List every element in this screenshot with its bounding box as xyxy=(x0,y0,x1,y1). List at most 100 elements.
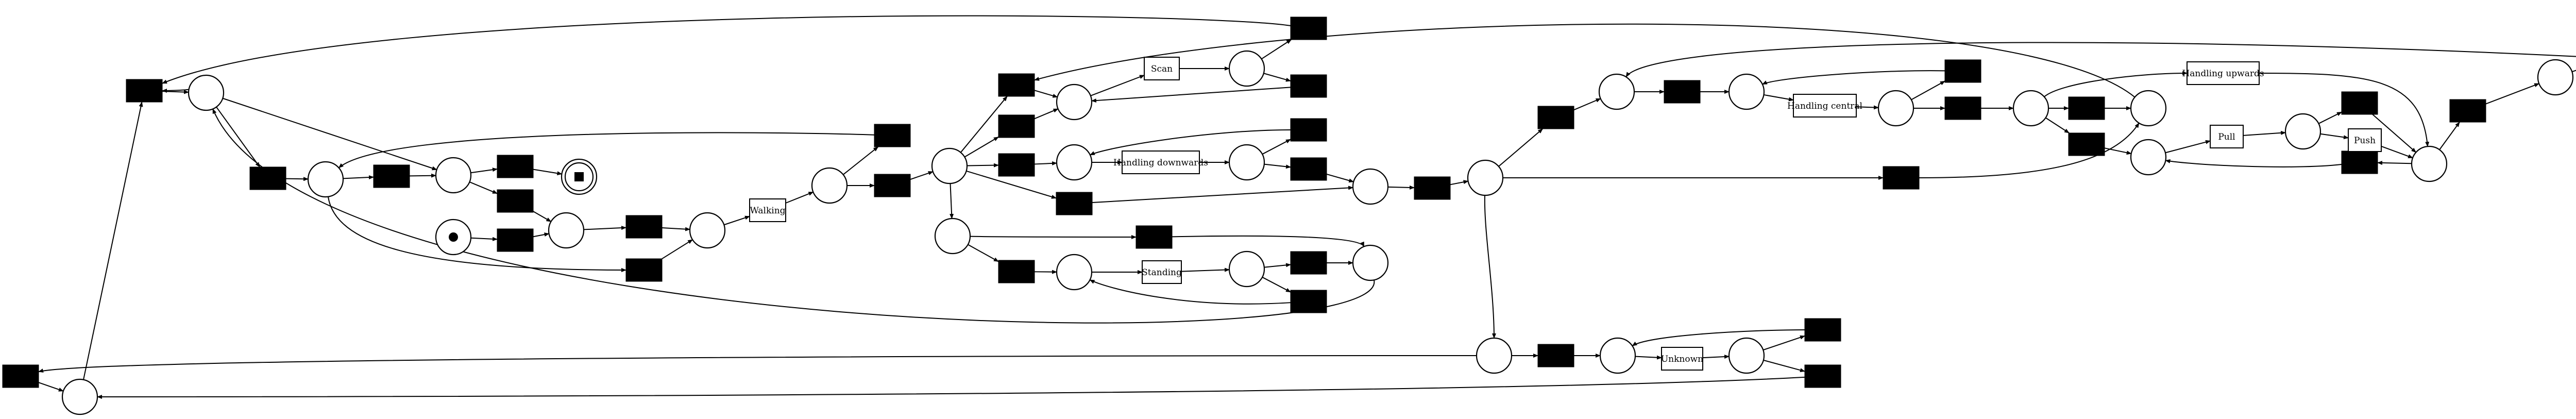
arc-t_handling_upwards-py xyxy=(2259,73,2430,147)
silent-transition-s26 xyxy=(1944,59,1981,83)
arc-s1-pa xyxy=(162,90,190,94)
arc-s38-p_d xyxy=(38,382,64,392)
arc-pg-s13 xyxy=(967,163,999,167)
silent-transition-s38 xyxy=(2,364,39,388)
transition-label: Walking xyxy=(750,206,785,216)
place-pt xyxy=(1877,90,1914,127)
transition-label: Push xyxy=(2354,136,2376,146)
silent-transition-s9 xyxy=(874,124,911,147)
place-ph xyxy=(1056,83,1093,121)
arc-pw-t_pull xyxy=(2165,140,2211,154)
place-pg xyxy=(931,147,968,185)
arc-t_unknown-p_c xyxy=(1702,355,1730,359)
silent-transition-s18 xyxy=(1290,157,1327,181)
silent-transition-s7 xyxy=(625,215,663,239)
transition-handling-central xyxy=(1793,94,1857,118)
place-pn xyxy=(1056,254,1093,291)
silent-transition-s14 xyxy=(1056,192,1093,215)
silent-transition-s27 xyxy=(1944,96,1981,120)
arc-s5-pd xyxy=(533,211,552,222)
arc-s16-ph xyxy=(1091,87,1291,103)
arc-s36-p_b xyxy=(1632,329,1805,346)
arc-px-t_push xyxy=(2320,133,2349,140)
place-pq xyxy=(1467,159,1504,196)
arc-pl-s23 xyxy=(1387,185,1415,190)
arc-s19-pp xyxy=(1172,235,1365,247)
silent-transition-s23 xyxy=(1414,176,1451,200)
arc-pb-s8 xyxy=(327,196,626,272)
transition-scan xyxy=(1144,57,1180,80)
silent-transition-s30 xyxy=(1883,166,1920,190)
arc-s15-s1 xyxy=(162,15,1291,84)
arc-px-s31 xyxy=(2318,111,2342,124)
arc-pi-s15 xyxy=(1261,39,1292,60)
arc-ps-t_handling_central xyxy=(1764,94,1794,102)
silent-transition-s31 xyxy=(2341,91,2378,115)
arc-pd-s7 xyxy=(583,226,626,230)
place-ps xyxy=(1728,73,1765,110)
place-pr xyxy=(1598,73,1635,110)
arc-p_source-s6 xyxy=(470,237,498,241)
transition-handling-downwards xyxy=(1122,150,1200,174)
silent-transition-s24 xyxy=(1537,106,1574,129)
arc-s22-pn xyxy=(1089,279,1291,305)
silent-transition-s32 xyxy=(2341,150,2378,174)
place-pd xyxy=(548,212,585,249)
arc-s26-ps xyxy=(1761,70,1945,85)
arc-py-s33 xyxy=(2439,122,2460,150)
arc-s17-pj xyxy=(1089,129,1291,156)
transition-push xyxy=(2348,128,2382,152)
arc-pm-s20 xyxy=(968,244,999,262)
end-marker xyxy=(574,172,584,181)
arc-s30-pv xyxy=(1919,122,2140,178)
silent-transition-s16 xyxy=(1290,74,1327,98)
transition-walking xyxy=(749,198,786,222)
arc-pb-s3 xyxy=(343,175,374,180)
place-pj xyxy=(1056,144,1093,181)
silent-transition-s17 xyxy=(1290,118,1327,142)
arc-t_handling_central-pt xyxy=(1856,105,1879,110)
start-token xyxy=(449,232,458,242)
silent-transition-s3 xyxy=(373,164,410,188)
arc-pu-t_handling_upwards xyxy=(2044,71,2188,97)
arc-s4-p_sink xyxy=(533,169,563,176)
place-po xyxy=(1228,250,1265,288)
transition-unknown xyxy=(1661,347,1703,371)
place-pp xyxy=(1352,244,1389,281)
silent-transition-s12 xyxy=(998,114,1035,138)
silent-transition-s6 xyxy=(497,228,534,252)
place-pa xyxy=(188,74,225,111)
arc-pi-s16 xyxy=(1263,73,1291,82)
arc-po-s21 xyxy=(1264,263,1291,268)
silent-transition-s8 xyxy=(625,258,663,282)
silent-transition-s28 xyxy=(2068,96,2105,120)
arc-s37-p_d xyxy=(97,376,1805,399)
arc-s11-ph xyxy=(1034,90,1058,98)
place-pm xyxy=(934,217,971,255)
arc-s34-pr xyxy=(1625,42,2576,78)
arc-s10-pg xyxy=(910,171,934,180)
arc-s7-pe xyxy=(662,227,691,231)
arc-s9-pb xyxy=(338,132,875,169)
place-pi xyxy=(1228,50,1265,87)
transition-label: Standing xyxy=(1142,267,1182,278)
transition-handling-upwards xyxy=(2187,61,2260,85)
silent-transition-s11 xyxy=(998,73,1035,97)
arc-s31-py xyxy=(2372,114,2417,153)
arc-s32-pw xyxy=(2165,159,2342,167)
arc-pc-s5 xyxy=(469,181,498,194)
silent-transition-s10 xyxy=(874,174,911,197)
arc-t_walking-pf xyxy=(785,191,814,204)
arc-ph-t_scan xyxy=(1090,75,1145,96)
place-pb xyxy=(307,161,344,198)
silent-transition-s5 xyxy=(497,189,534,213)
arc-s23-pq xyxy=(1450,180,1469,186)
transition-label: Unknown xyxy=(1661,354,1703,364)
silent-transition-s36 xyxy=(1804,318,1841,342)
arc-pg-s14 xyxy=(966,170,1057,199)
arc-pt-s26 xyxy=(1911,80,1945,100)
transition-label: Scan xyxy=(1151,64,1173,74)
arc-s18-pl xyxy=(1326,173,1354,183)
